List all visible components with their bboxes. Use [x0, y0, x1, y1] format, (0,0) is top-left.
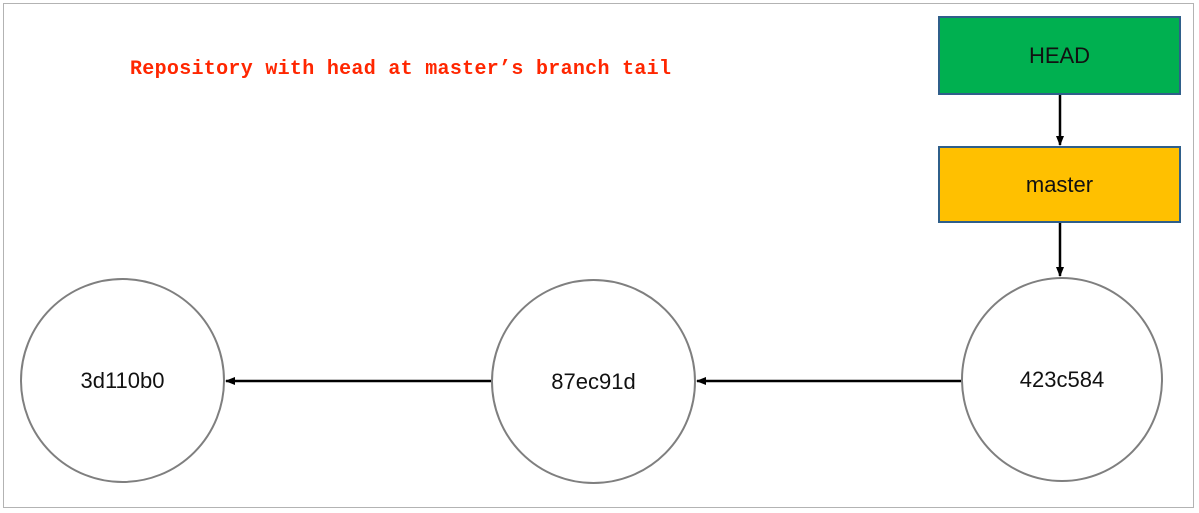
commit-id: 3d110b0: [80, 367, 165, 393]
diagram-title: Repository with head at master’s branch …: [130, 58, 672, 81]
commit-node: 423c584: [961, 277, 1163, 482]
head-ref-box: HEAD: [938, 16, 1181, 95]
commit-node: 87ec91d: [491, 279, 696, 484]
commit-node: 3d110b0: [20, 278, 225, 483]
head-ref-label: HEAD: [1028, 42, 1091, 68]
commit-id: 87ec91d: [551, 368, 636, 394]
branch-ref-label: master: [1025, 171, 1094, 197]
branch-ref-box: master: [938, 146, 1181, 223]
commit-id: 423c584: [1019, 366, 1105, 392]
